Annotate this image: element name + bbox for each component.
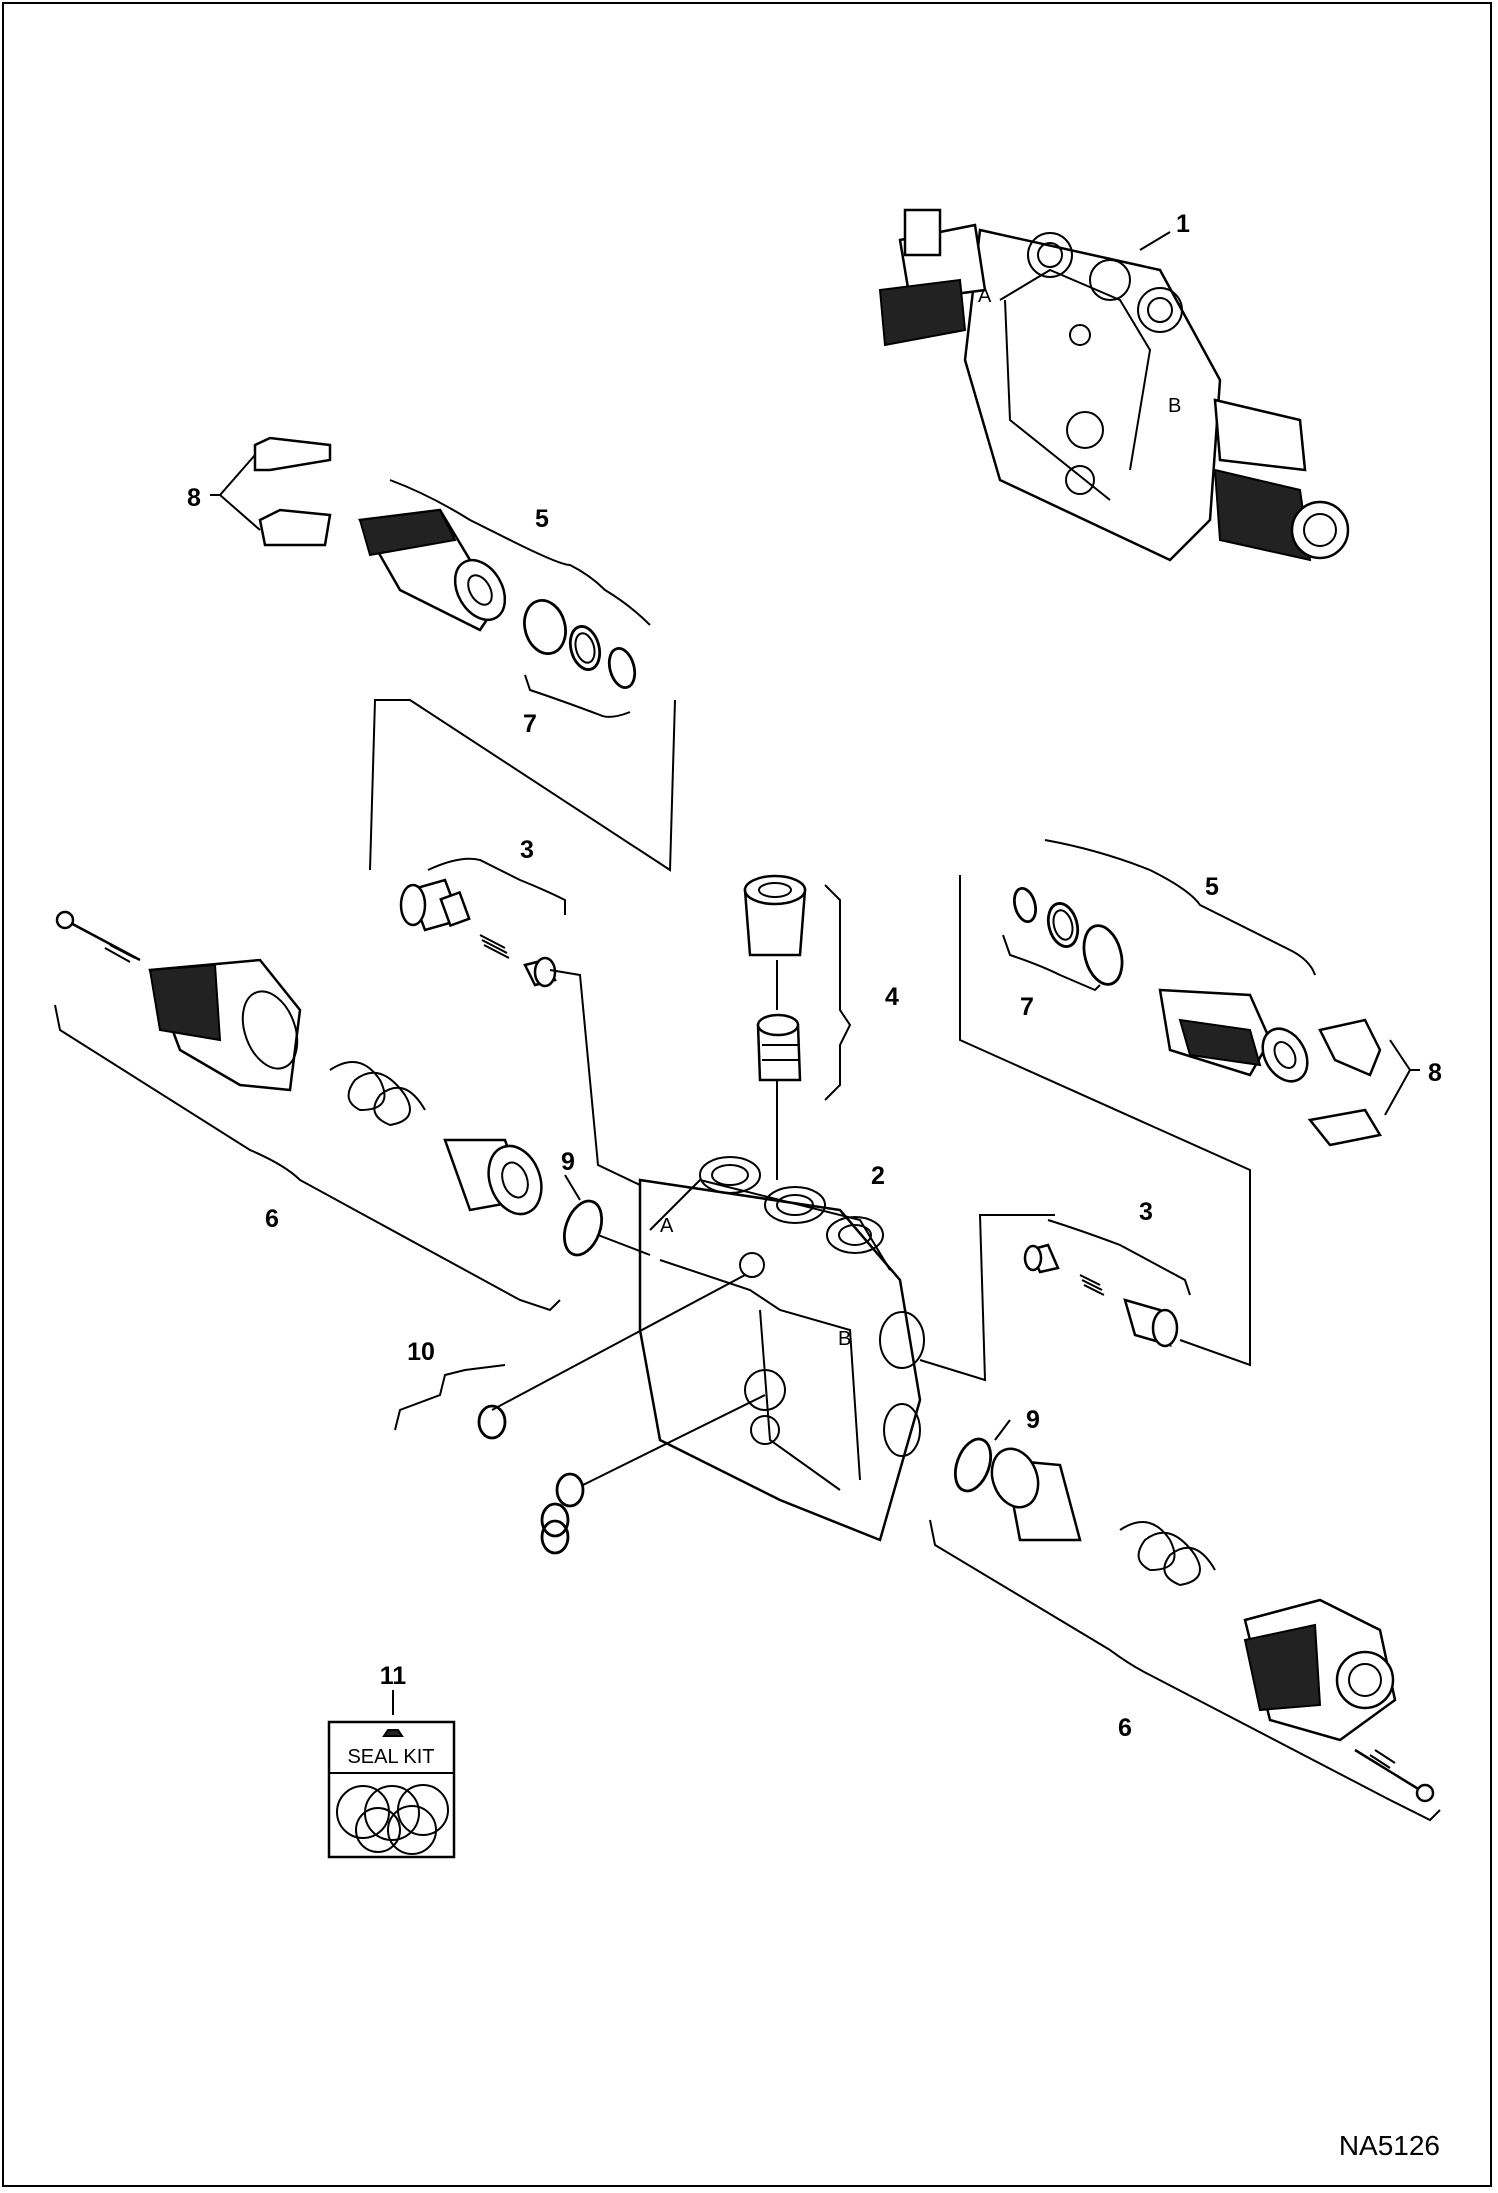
- callout-7-right: 7: [1020, 993, 1034, 1021]
- seal-kit-box: [327, 1720, 456, 1859]
- o-rings-7-right: [1012, 886, 1124, 986]
- clips-8-right: [1307, 1018, 1382, 1147]
- callout-2: 2: [871, 1162, 885, 1190]
- o-rings-7-left: [523, 599, 637, 689]
- check-valve-right: [1023, 1243, 1179, 1348]
- callout-6-left: 6: [265, 1205, 279, 1233]
- leader-lines: [54, 231, 1441, 1822]
- callout-9-right: 9: [1026, 1406, 1040, 1434]
- o-rings-10: [477, 1404, 585, 1555]
- spool-end-left: [55, 910, 543, 1216]
- svg-text:B: B: [1168, 395, 1181, 417]
- callout-6-right: 6: [1118, 1714, 1132, 1742]
- seal-kit-label: SEAL KIT: [347, 1746, 434, 1768]
- callout-1: 1: [1176, 210, 1190, 238]
- callout-7-left: 7: [523, 710, 537, 738]
- svg-text:A: A: [660, 1215, 674, 1237]
- check-valve-left: [399, 878, 557, 988]
- callout-11: 11: [380, 1662, 407, 1690]
- valve-section-assembly: A B: [878, 208, 1350, 562]
- valve-body: A B: [638, 1156, 925, 1542]
- callout-8-left: 8: [187, 484, 201, 512]
- o-ring-9-left: [562, 1199, 604, 1257]
- o-ring-9-right: [953, 1437, 993, 1493]
- callout-9-left: 9: [561, 1148, 575, 1176]
- relief-valve-right: [1158, 988, 1309, 1083]
- callout-5-left: 5: [535, 505, 549, 533]
- spool-end-right: [990, 1447, 1435, 1803]
- figure-id: NA5126: [1339, 2130, 1440, 2161]
- clips-8-left: [253, 436, 332, 547]
- relief-valve-left: [357, 508, 507, 632]
- plug-and-poppet: [743, 874, 807, 1180]
- callout-8-right: 8: [1428, 1059, 1442, 1087]
- callout-10: 10: [407, 1338, 435, 1366]
- callout-5-right: 5: [1205, 873, 1219, 901]
- callout-4: 4: [885, 983, 899, 1011]
- callout-3-right: 3: [1139, 1198, 1153, 1226]
- svg-text:B: B: [838, 1328, 851, 1350]
- callout-3-left: 3: [520, 836, 534, 864]
